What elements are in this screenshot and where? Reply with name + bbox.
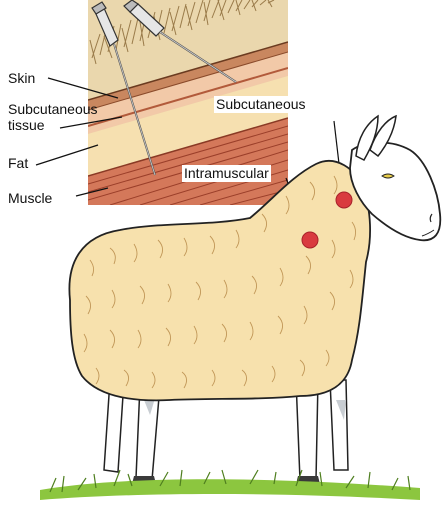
intramuscular-site-label: Intramuscular: [182, 165, 271, 182]
subcutaneous-marker: [336, 192, 352, 208]
muscle-label: Muscle: [8, 190, 52, 206]
grass: [40, 470, 420, 500]
subcutaneous-tissue-label-line1: Subcutaneous: [8, 101, 98, 117]
skin-label: Skin: [8, 70, 35, 86]
subcutaneous-site-label: Subcutaneous: [214, 96, 308, 113]
subcutaneous-tissue-label-line2: tissue: [8, 117, 45, 133]
fat-label: Fat: [8, 155, 28, 171]
intramuscular-marker: [302, 232, 318, 248]
